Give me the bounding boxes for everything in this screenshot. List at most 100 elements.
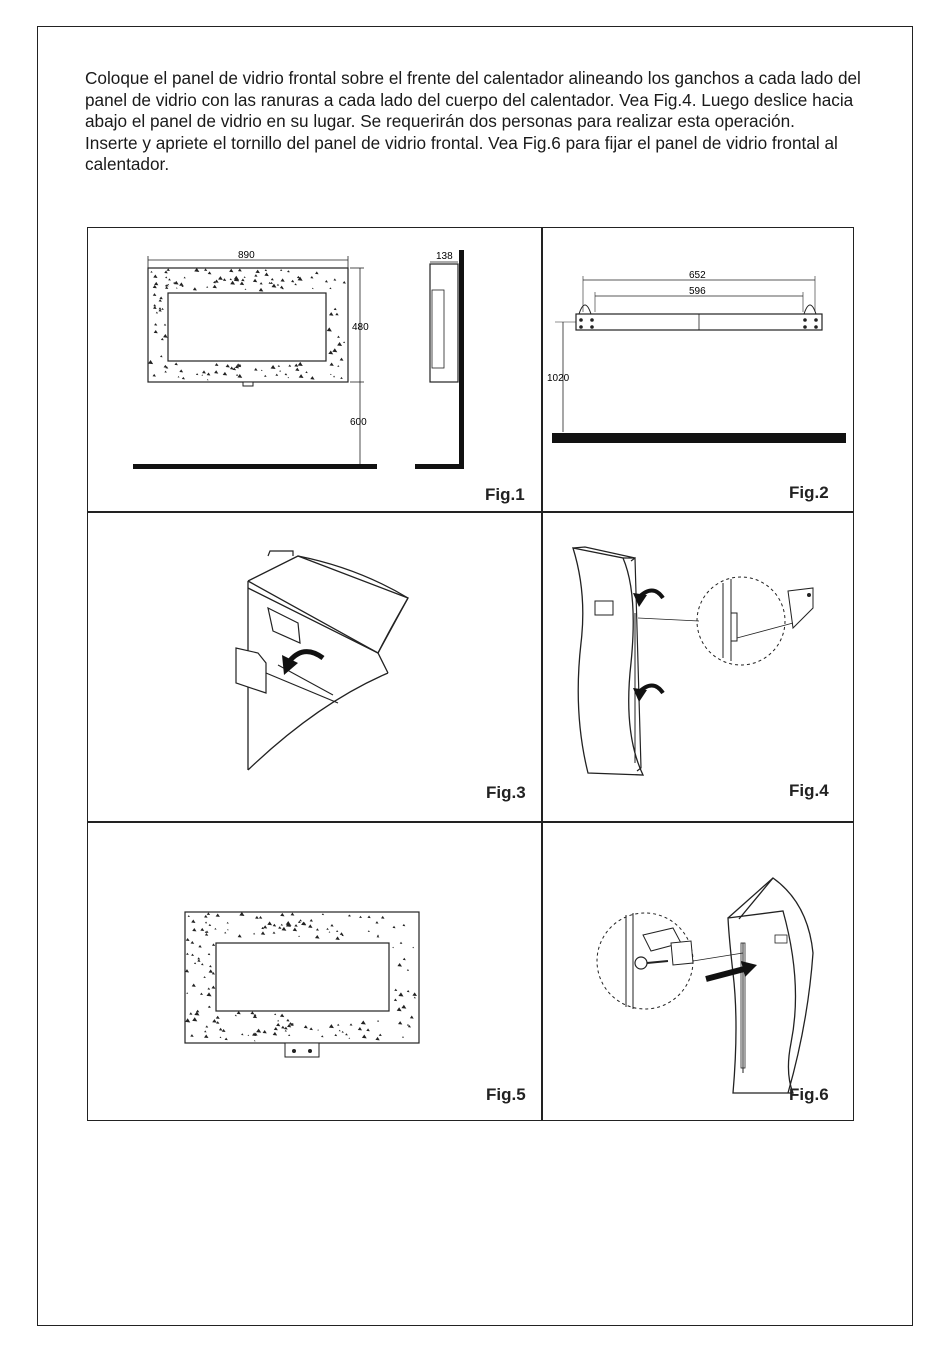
speckle-dot [209, 965, 212, 968]
speckle-dot [270, 277, 274, 281]
speckle-dot [339, 357, 344, 361]
speckle-dot [221, 1028, 226, 1033]
speckle-dot [258, 287, 264, 292]
speckle-dot [339, 932, 344, 936]
speckle-dot [252, 1014, 258, 1019]
speckle-dot [252, 1032, 257, 1036]
speckle-dot [361, 1034, 367, 1039]
speckle-dot [398, 1021, 403, 1025]
speckle-dot [335, 936, 340, 940]
speckle-dot [243, 276, 246, 278]
speckle-dot [214, 370, 219, 374]
speckle-dot [264, 272, 269, 277]
speckle-dot [232, 367, 237, 371]
fig1-label: Fig.1 [485, 485, 525, 504]
speckle-dot [215, 1015, 220, 1019]
speckle-dot [407, 1024, 411, 1028]
speckle-dot [206, 372, 211, 376]
speckle-dot [179, 282, 184, 287]
speckle-dot [236, 1011, 241, 1015]
speckle-dot [235, 373, 239, 376]
speckle-dot [166, 268, 170, 272]
speckle-dot [311, 287, 314, 290]
speckle-dot [229, 278, 232, 281]
speckle-dot [237, 373, 243, 378]
speckle-dot [409, 1015, 414, 1019]
speckle-dot [200, 992, 203, 995]
speckle-dot [342, 280, 346, 284]
speckle-dot [256, 1028, 262, 1033]
speckle-dot [288, 1022, 293, 1025]
speckle-dot [211, 943, 216, 946]
speckle-dot [274, 1013, 277, 1016]
speckle-dot [201, 374, 204, 376]
speckle-dot [279, 269, 283, 272]
fig1-speckle-texture [147, 267, 346, 381]
speckle-dot [159, 296, 163, 300]
speckle-dot [241, 278, 245, 282]
fig6-label: Fig.6 [789, 1085, 829, 1104]
speckle-dot [239, 911, 245, 917]
grid-divider-row1 [87, 511, 854, 513]
fig4-hook-detail [787, 587, 814, 630]
speckle-dot [164, 370, 167, 373]
speckle-dot [152, 373, 156, 377]
speckle-dot [287, 1023, 292, 1028]
speckle-dot [412, 992, 417, 997]
speckle-dot [375, 921, 379, 924]
speckle-dot [252, 278, 258, 283]
speckle-dot [192, 287, 197, 291]
speckle-dot [284, 1026, 288, 1030]
speckle-dot [234, 364, 240, 369]
speckle-dot [198, 944, 202, 948]
speckle-dot [377, 934, 379, 936]
speckle-dot [272, 923, 277, 927]
speckle-dot [303, 1025, 308, 1029]
figure-5: Fig.5 [88, 823, 541, 1121]
speckle-dot [299, 919, 302, 922]
speckle-dot [270, 281, 273, 285]
speckle-dot [164, 270, 168, 274]
fig1-floor [133, 464, 377, 469]
fig2-floor [552, 433, 846, 443]
fig1-glass-window [167, 292, 327, 362]
speckle-dot [267, 921, 273, 926]
fig5-speckle-texture [184, 911, 417, 1042]
speckle-dot [329, 287, 332, 290]
speckle-dot [239, 281, 245, 286]
speckle-dot [189, 1012, 193, 1015]
speckle-dot [167, 283, 170, 286]
speckle-dot [208, 923, 212, 927]
speckle-dot [376, 935, 380, 938]
speckle-dot [286, 1018, 290, 1022]
speckle-dot [187, 915, 190, 917]
speckle-dot [203, 1034, 209, 1039]
speckle-dot [247, 1034, 250, 1036]
speckle-dot [152, 293, 157, 297]
fig3-slot [267, 606, 301, 644]
speckle-dot [337, 341, 343, 346]
speckle-dot [147, 359, 154, 365]
speckle-dot [207, 987, 211, 990]
speckle-dot [201, 963, 204, 966]
speckle-dot [152, 284, 157, 289]
speckle-dot [260, 369, 263, 372]
speckle-dot [294, 363, 299, 367]
speckle-dot [406, 989, 410, 993]
speckle-dot [205, 1025, 209, 1028]
speckle-dot [218, 1027, 223, 1031]
fig5-drawing [184, 911, 420, 1058]
speckle-dot [406, 969, 410, 971]
speckle-dot [333, 278, 337, 281]
speckle-dot [211, 971, 215, 975]
speckle-dot [294, 283, 297, 286]
speckle-dot [278, 926, 282, 929]
fig2-outer-dim: 652 [689, 270, 706, 281]
speckle-dot [181, 376, 185, 380]
speckle-dot [193, 962, 197, 965]
speckle-dot [200, 927, 205, 932]
speckle-dot [153, 274, 158, 278]
speckle-dot [288, 364, 292, 367]
speckle-dot [219, 1036, 222, 1039]
fig1-drawing: 890 480 600 138 [133, 250, 464, 469]
